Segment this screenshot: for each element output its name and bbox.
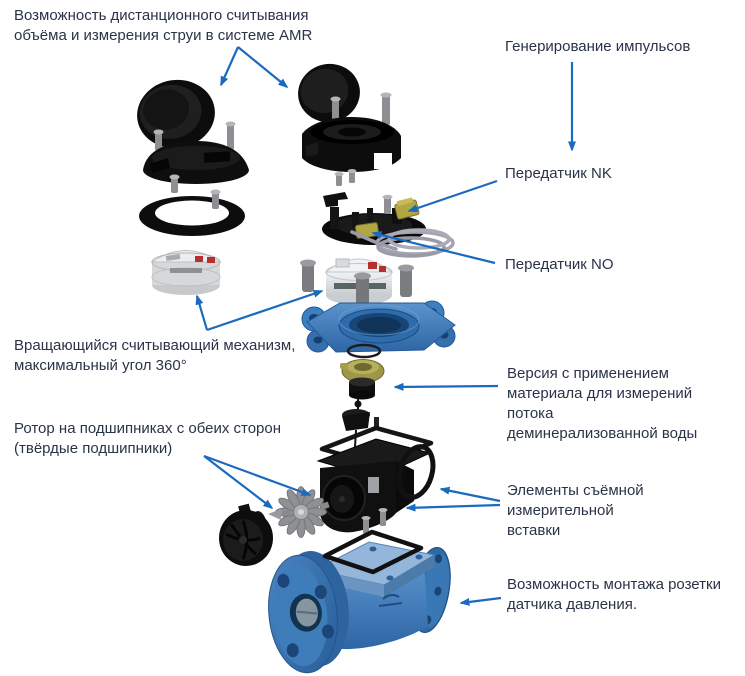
arrow-amr-left bbox=[219, 46, 240, 87]
arrow-rotor-1 bbox=[203, 455, 274, 509]
register-capsule-right bbox=[300, 258, 414, 306]
label-rotating-register: Вращающийся считывающий механизм, максим… bbox=[14, 337, 296, 374]
meter-body bbox=[268, 541, 451, 674]
label-transmitter-no: Передатчик NO bbox=[505, 256, 614, 273]
label-transmitter-nk: Передатчик NK bbox=[505, 165, 612, 182]
register-capsule-left bbox=[150, 250, 222, 295]
arrow-no bbox=[371, 231, 496, 265]
arrow-nk bbox=[407, 179, 498, 213]
arrow-insert-1 bbox=[439, 486, 501, 503]
label-rotor-bearings: Ротор на подшипниках с обеих сторон (твё… bbox=[14, 420, 282, 457]
register-cover-left bbox=[143, 141, 249, 184]
spindle bbox=[342, 398, 370, 448]
rotor-turbine bbox=[268, 486, 330, 538]
callout-arrows bbox=[195, 46, 576, 606]
screw-icon bbox=[334, 169, 357, 186]
label-insert-elements: Элементы съёмной измерительной вставки bbox=[507, 482, 644, 539]
screw-icon bbox=[153, 121, 236, 151]
arrow-register-left bbox=[195, 294, 209, 331]
mechanism-flange bbox=[301, 300, 456, 353]
arrow-insert-2 bbox=[405, 503, 501, 512]
arrow-rotor-2 bbox=[203, 454, 312, 497]
rotor-end-cap bbox=[219, 503, 273, 566]
arrow-demineralized bbox=[393, 382, 499, 391]
arrow-register-right bbox=[206, 289, 324, 332]
o-ring bbox=[346, 343, 382, 359]
screw-icon bbox=[169, 174, 180, 193]
body-gasket bbox=[322, 529, 424, 575]
label-pressure-socket: Возможность монтажа розетки датчика давл… bbox=[507, 576, 721, 613]
label-demineralized: Версия с применением материала для измер… bbox=[507, 365, 698, 442]
label-amr-reading: Возможность дистанционного считывания об… bbox=[14, 7, 313, 44]
bracket-part bbox=[323, 192, 348, 207]
locking-ring-left bbox=[139, 189, 245, 236]
magnet-cylinder bbox=[349, 377, 375, 400]
cable-coil bbox=[350, 228, 455, 258]
demineralized-cap bbox=[340, 359, 385, 383]
arrow-amr-right bbox=[237, 46, 289, 88]
arrow-pressure bbox=[459, 596, 502, 606]
label-pulse-generation: Генерирование импульсов bbox=[505, 38, 691, 55]
body-logo bbox=[378, 593, 403, 607]
insert-o-ring bbox=[396, 444, 436, 500]
register-cover-right bbox=[302, 117, 401, 172]
